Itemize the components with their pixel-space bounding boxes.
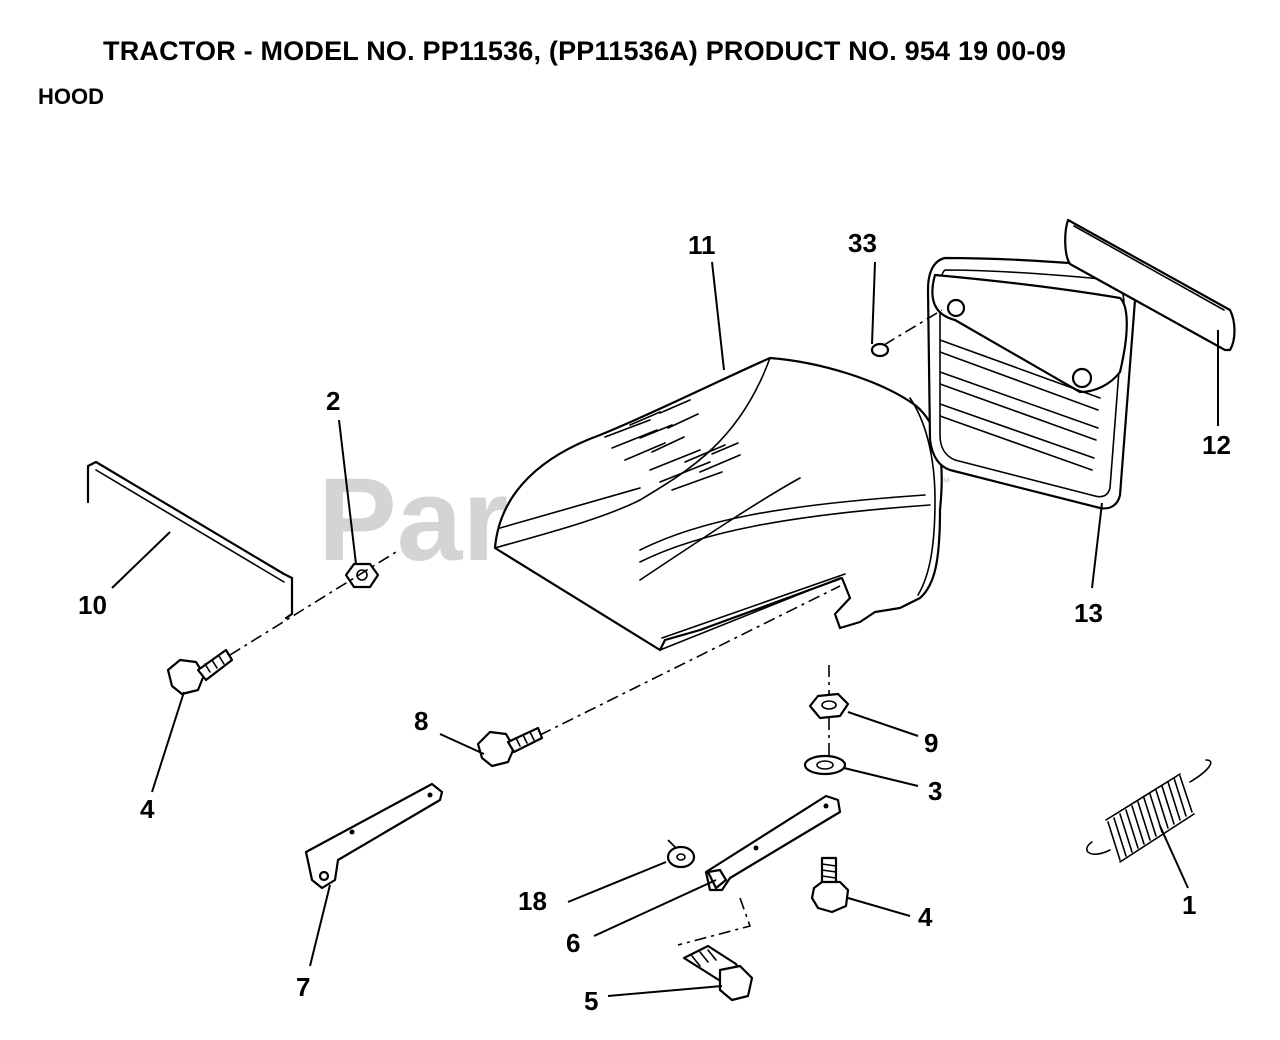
callout-11: 11 (688, 230, 716, 260)
part-spring[interactable] (1086, 759, 1212, 863)
part-nut[interactable] (808, 692, 850, 720)
callout-13: 13 (1074, 598, 1103, 628)
part-bolt-right[interactable] (810, 856, 850, 914)
part-plug[interactable] (870, 342, 890, 358)
part-spacer[interactable] (344, 562, 380, 589)
callout-7: 7 (296, 972, 310, 1002)
callout-4-right: 4 (918, 902, 933, 932)
part-bolt-left[interactable] (166, 648, 234, 696)
callout-10: 10 (78, 590, 107, 620)
callout-12: 12 (1202, 430, 1231, 460)
callout-18: 18 (518, 886, 547, 916)
assembly-lines (229, 309, 943, 946)
leader-lines (111, 261, 1219, 997)
hood-vents (604, 399, 741, 491)
page-title: TRACTOR - MODEL NO. PP11536, (PP11536A) … (103, 36, 1067, 66)
part-emblem-strip[interactable] (1064, 218, 1236, 352)
callout-33: 33 (848, 228, 877, 258)
callout-8: 8 (414, 706, 428, 736)
callout-1: 1 (1182, 890, 1196, 920)
callout-3: 3 (928, 776, 942, 806)
callout-4-left: 4 (140, 794, 155, 824)
callout-labels: 11 33 12 13 2 10 4 8 9 3 1 7 18 6 4 5 (78, 228, 1231, 1016)
section-subtitle: HOOD (38, 84, 104, 109)
part-grille[interactable] (926, 256, 1137, 510)
callout-6: 6 (566, 928, 580, 958)
part-washer[interactable] (803, 754, 847, 776)
part-bolt-center[interactable] (476, 726, 544, 768)
part-bolt-bottom[interactable] (682, 944, 754, 1002)
part-bracket-left[interactable] (304, 782, 444, 890)
part-bracket-right[interactable] (704, 794, 842, 892)
part-washer-small[interactable] (666, 845, 696, 869)
part-hood-rod[interactable] (86, 460, 294, 620)
callout-5: 5 (584, 986, 598, 1016)
part-hood[interactable] (493, 356, 943, 652)
callout-2: 2 (326, 386, 340, 416)
callout-9: 9 (924, 728, 938, 758)
